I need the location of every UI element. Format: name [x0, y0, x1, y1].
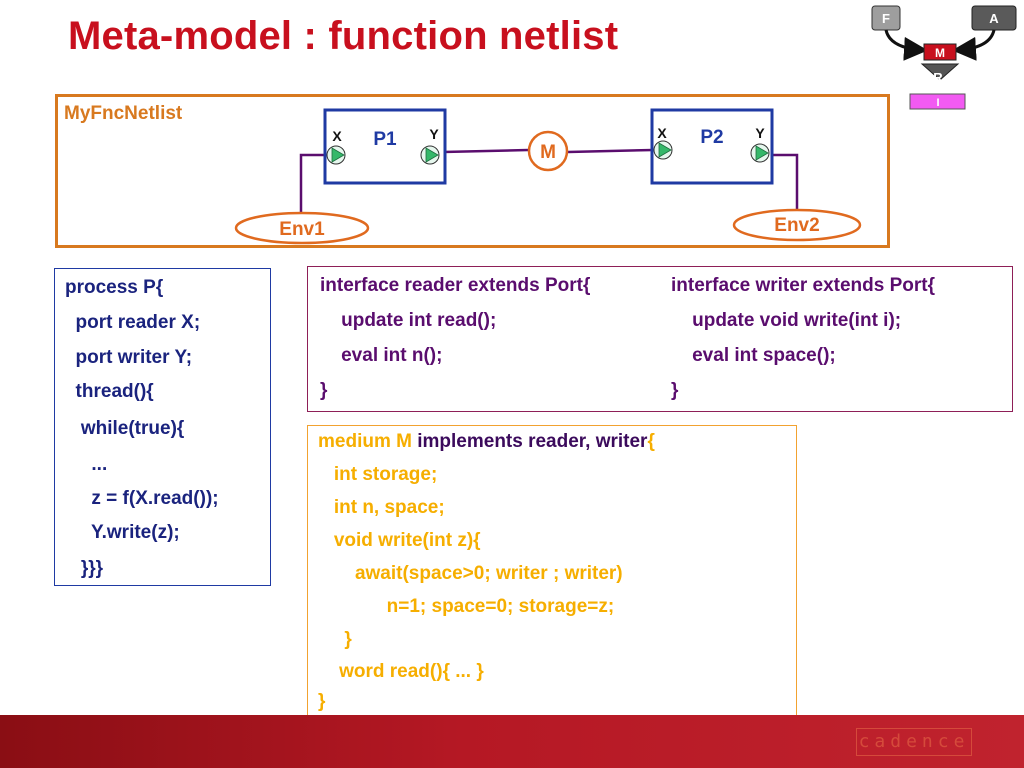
code-line: } [318, 629, 352, 650]
code-line: n=1; space=0; storage=z; [318, 596, 615, 617]
code-line: Y.write(z); [65, 522, 180, 543]
slide-title: Meta-model : function netlist [68, 14, 619, 58]
writer-interface-line: eval int space(); [671, 345, 836, 366]
code-line: port writer Y; [65, 347, 193, 368]
code-line: int storage; [318, 464, 438, 485]
m-label: M [935, 46, 945, 60]
code-line: ... [65, 454, 108, 475]
interface-code-box: interface reader extends Port{ update in… [307, 266, 1013, 412]
cadence-logo: cadence [856, 728, 972, 756]
a-label: A [989, 11, 999, 26]
i-box [909, 93, 966, 110]
i-label: I [936, 97, 939, 109]
code-line: int n, space; [318, 497, 445, 518]
r-label: R [933, 70, 943, 85]
code-line: void write(int z){ [318, 530, 481, 551]
reader-interface-line: eval int n(); [320, 345, 443, 366]
code-line: z = f(X.read()); [65, 488, 219, 509]
reader-interface-line: interface reader extends Port{ [320, 275, 591, 296]
code-line: word read(){ ... } [318, 661, 484, 682]
code-line: thread(){ [65, 381, 154, 402]
m-box [923, 43, 957, 61]
reader-interface-line: update int read(); [320, 310, 497, 331]
writer-interface-line: update void write(int i); [671, 310, 902, 331]
footer-bar [0, 715, 1024, 768]
a-to-m-arrow [952, 29, 996, 61]
netlist-frame [55, 94, 890, 248]
code-line: }}} [65, 558, 104, 579]
code-line: while(true){ [65, 418, 185, 439]
writer-interface-line: interface writer extends Port{ [671, 275, 935, 296]
code-line: process P{ [65, 277, 164, 298]
medium-open-brace: { [647, 431, 655, 452]
medium-header-line: medium M implements reader, writer{ [318, 432, 655, 451]
process-code-box: process P{ port reader X; port writer Y;… [54, 268, 271, 586]
medium-code-box: medium M implements reader, writer{ int … [307, 425, 797, 720]
code-line: } [318, 691, 326, 712]
medium-keyword: medium M [318, 431, 412, 452]
f-to-m-arrow [884, 29, 928, 61]
writer-interface-line: } [671, 380, 679, 401]
m-to-r-arrow [920, 63, 960, 81]
flow-diagram: F A M R I [871, 5, 1017, 110]
reader-interface-line: } [320, 380, 328, 401]
netlist-label: MyFncNetlist [64, 103, 183, 124]
f-label: F [882, 11, 890, 26]
medium-implements: implements reader, writer [411, 431, 648, 452]
code-line: port reader X; [65, 312, 201, 333]
code-line: await(space>0; writer ; writer) [318, 563, 623, 584]
